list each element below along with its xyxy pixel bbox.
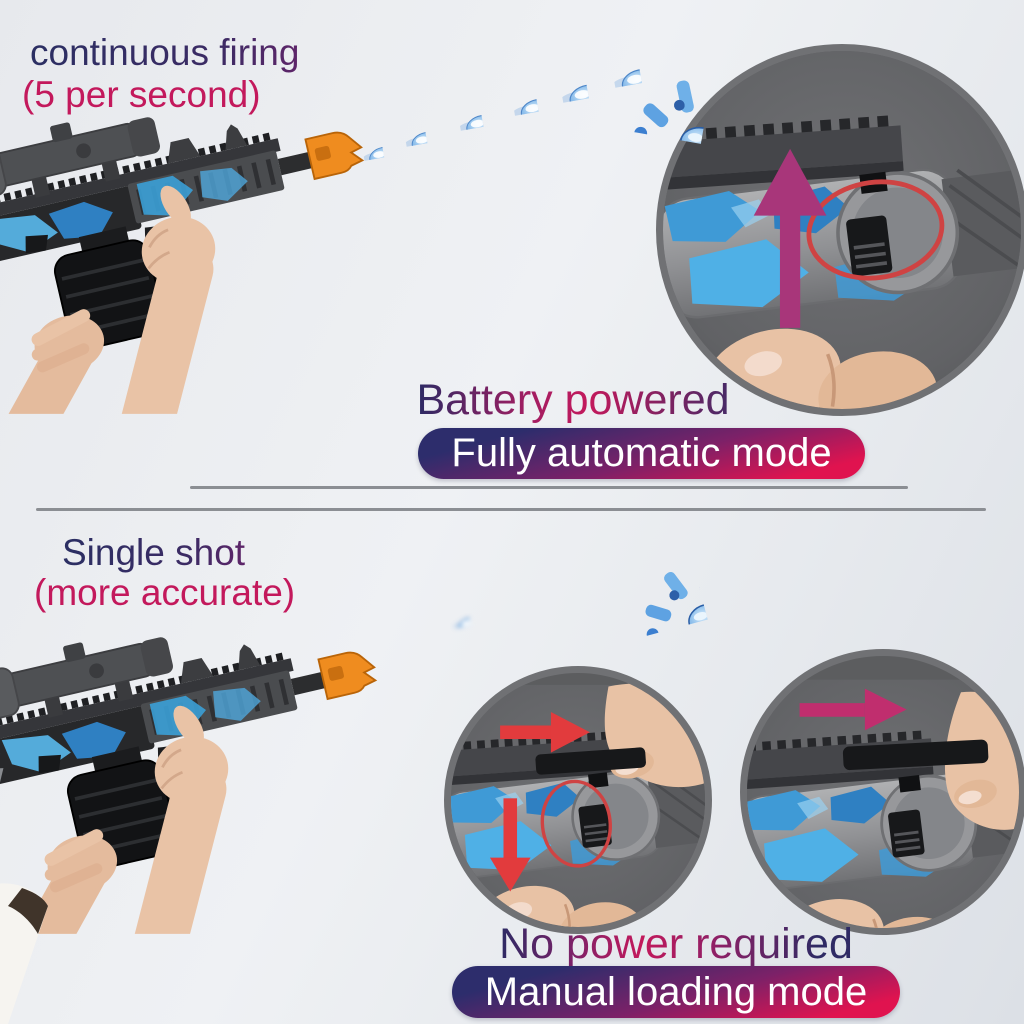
- charging-handle: [535, 747, 646, 775]
- hand-pulling-handle: [604, 683, 705, 788]
- gun-photo-auto: [0, 26, 385, 414]
- shirt-sleeve: [0, 836, 104, 1024]
- gel-splash: [565, 0, 715, 132]
- heading-battery-powered: Battery powered: [416, 376, 730, 424]
- caption-rate: (5 per second): [22, 74, 261, 115]
- closeup-auto-mode: [656, 44, 1024, 416]
- up-arrow-icon: [753, 148, 827, 328]
- switch-highlight-ellipse: [540, 779, 612, 868]
- closeup-manual-load-step2: [740, 649, 1024, 935]
- caption-continuous-firing: continuous firing: [30, 32, 300, 73]
- badge-manual-loading-mode: Manual loading mode: [452, 966, 900, 1018]
- down-arrow-icon: [489, 798, 531, 892]
- gel-bead: [435, 98, 481, 131]
- divider-line-long: [36, 508, 986, 511]
- badge-fully-automatic-mode: Fully automatic mode: [418, 428, 865, 479]
- gel-bead: [435, 604, 469, 629]
- gel-bead: [342, 132, 382, 161]
- gel-bead: [488, 81, 536, 116]
- closeup-manual-load-step1: [444, 666, 712, 934]
- right-arrow-icon: [799, 688, 907, 731]
- caption-accuracy: (more accurate): [34, 572, 296, 613]
- caption-single-shot: Single shot: [62, 532, 246, 573]
- charging-handle: [842, 739, 989, 771]
- heading-no-power-required: No power required: [499, 920, 853, 968]
- divider-line-short: [190, 486, 908, 489]
- right-arrow-icon: [500, 711, 590, 753]
- gel-bead: [383, 116, 425, 147]
- switch-highlight-ellipse: [806, 179, 945, 281]
- gel-splash: [552, 500, 692, 640]
